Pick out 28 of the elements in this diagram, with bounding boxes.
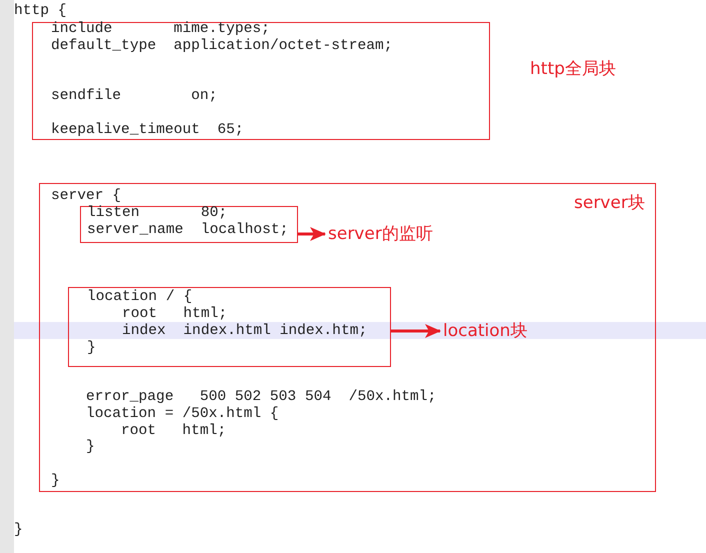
code-line: } xyxy=(51,474,60,489)
code-line: sendfile on; xyxy=(51,89,218,104)
highlight-frame xyxy=(39,183,656,492)
highlight-frame xyxy=(32,22,490,140)
code-line: http { xyxy=(14,4,67,19)
code-line: } xyxy=(14,523,23,538)
annotation-text: server的监听 xyxy=(328,223,433,246)
code-line: server_name localhost; xyxy=(87,223,288,238)
code-line: listen 80; xyxy=(87,206,228,221)
code-line: location = /50x.html { xyxy=(86,407,279,422)
code-line: keepalive_timeout 65; xyxy=(51,123,244,138)
code-line: location / { xyxy=(87,290,192,305)
code-line: server { xyxy=(51,189,122,204)
code-line: error_page 500 502 503 504 /50x.html; xyxy=(86,390,436,405)
code-line: root html; xyxy=(122,307,228,322)
annotation-text: server块 xyxy=(574,192,645,215)
code-line: root html; xyxy=(121,424,226,439)
code-line: } xyxy=(86,440,95,455)
annotation-text: http全局块 xyxy=(530,58,616,81)
arrow xyxy=(298,227,326,241)
code-line: include mime.types; xyxy=(51,22,270,37)
highlight-frame xyxy=(80,206,298,243)
code-line: default_type application/octet-stream; xyxy=(51,39,393,54)
highlight-frame xyxy=(68,287,391,367)
code-line: index index.html index.htm; xyxy=(122,324,368,339)
annotation-text: location块 xyxy=(443,320,528,343)
arrow xyxy=(391,324,441,338)
code-line: } xyxy=(87,341,96,356)
